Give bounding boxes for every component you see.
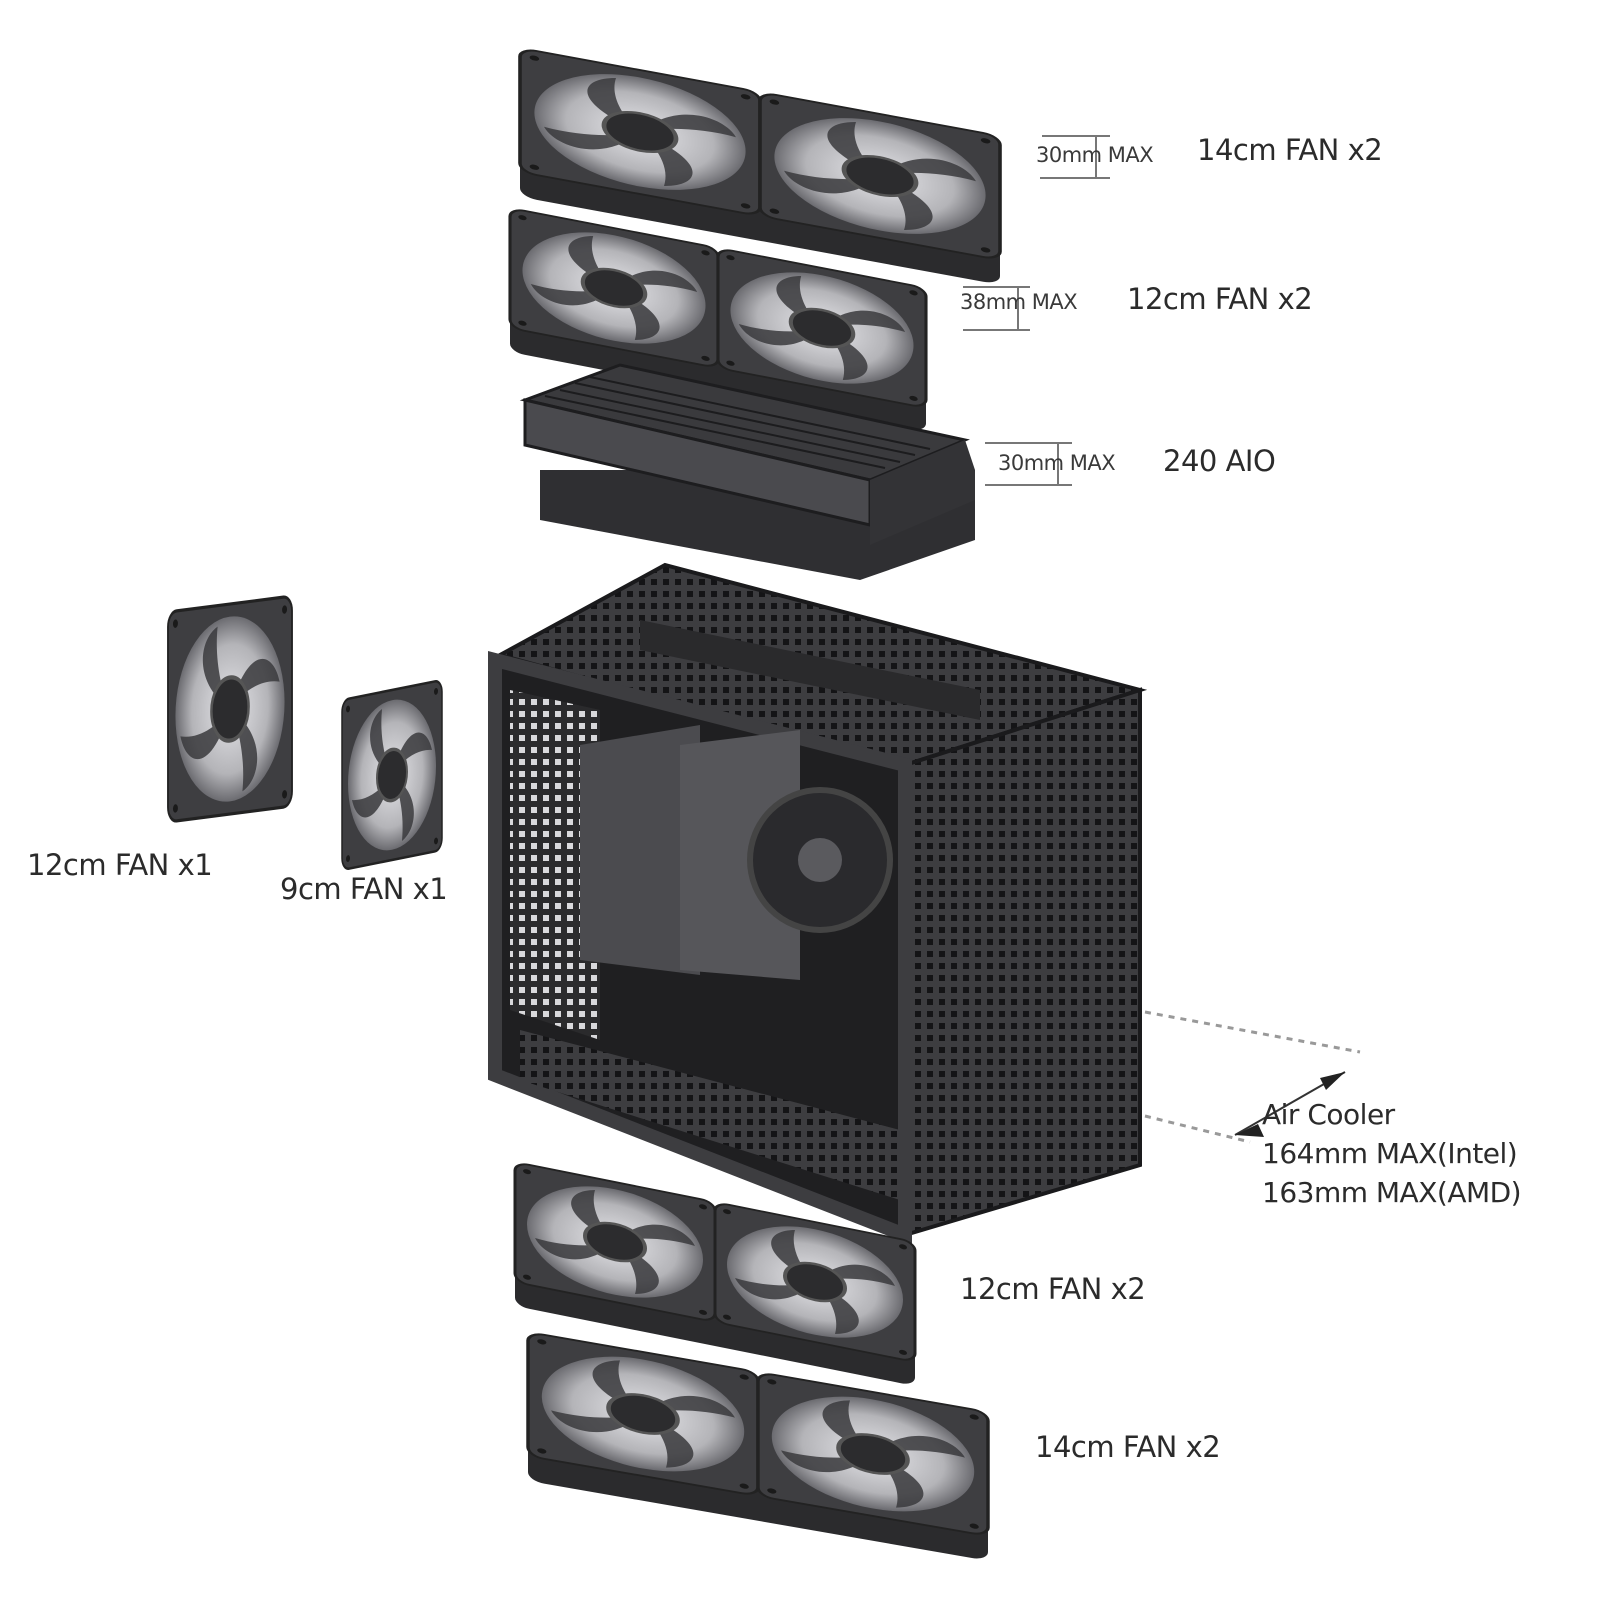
rear-9cm-fan xyxy=(340,678,444,872)
air-cooler-label: Air Cooler 164mm MAX(Intel) 163mm MAX(AM… xyxy=(1262,1095,1522,1212)
bottom-14cm-fan-pair xyxy=(528,1332,988,1561)
top-12cm-label: 12cm FAN x2 xyxy=(1127,282,1313,316)
top-12cm-dimension: 38mm MAX xyxy=(960,290,1078,314)
aio-radiator xyxy=(519,363,975,580)
bottom-12cm-label: 12cm FAN x2 xyxy=(960,1272,1146,1306)
air-cooler-title: Air Cooler xyxy=(1262,1098,1395,1131)
rear-12cm-fan-label: 12cm FAN x1 xyxy=(27,848,213,882)
top-14cm-dimension: 30mm MAX xyxy=(1036,143,1154,167)
pc-case xyxy=(488,562,1148,1246)
aio-label: 240 AIO xyxy=(1163,444,1276,478)
air-cooler-intel: 164mm MAX(Intel) xyxy=(1262,1137,1518,1170)
rear-9cm-fan-label: 9cm FAN x1 xyxy=(280,872,448,906)
air-cooler-dimension-arrow xyxy=(1144,1010,1361,1144)
dimension-marks xyxy=(963,135,1110,486)
rear-12cm-fan xyxy=(168,596,292,822)
air-cooler-amd: 163mm MAX(AMD) xyxy=(1262,1176,1522,1209)
bottom-14cm-label: 14cm FAN x2 xyxy=(1035,1430,1221,1464)
aio-dimension: 30mm MAX xyxy=(998,451,1116,475)
top-14cm-label: 14cm FAN x2 xyxy=(1197,133,1383,167)
air-cooler xyxy=(580,725,893,980)
